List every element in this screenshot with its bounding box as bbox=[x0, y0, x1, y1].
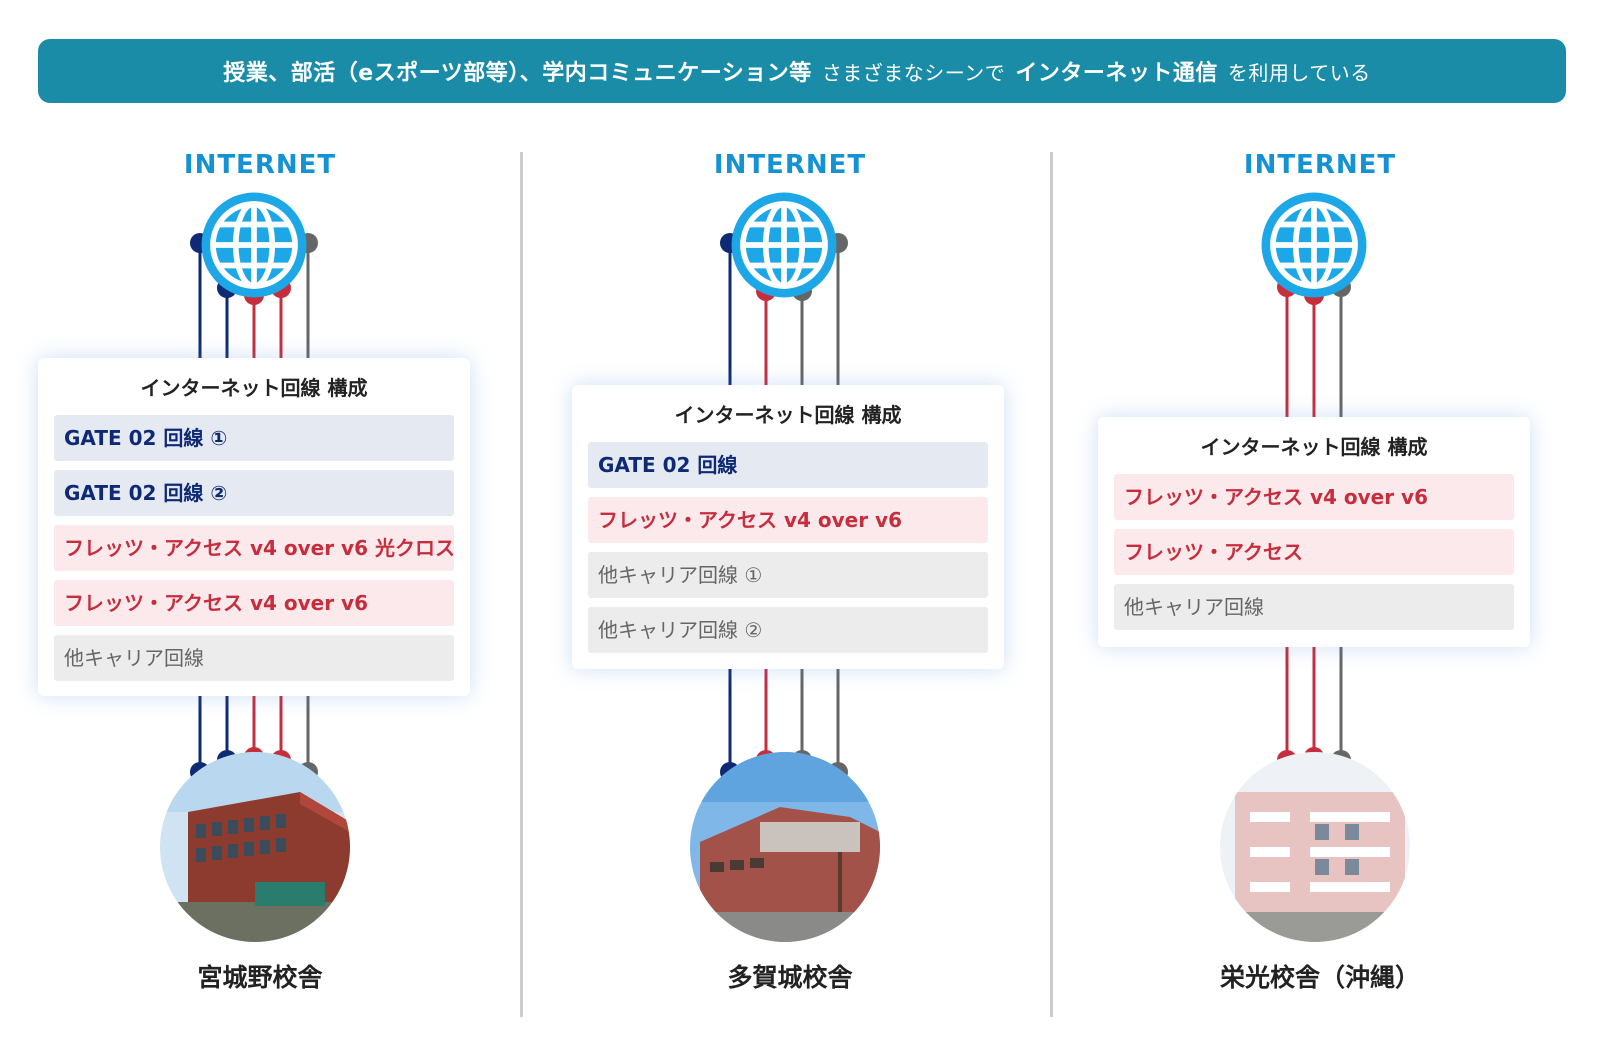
campus-column-eikou: INTERNET インターネット回線 構成 フレッツ・アクセス v4 over … bbox=[1060, 0, 1580, 1048]
globe-icon bbox=[731, 192, 837, 298]
line-row: フレッツ・アクセス v4 over v6 bbox=[54, 580, 454, 626]
line-row: 他キャリア回線 ① bbox=[588, 552, 988, 598]
banner-text-sub: さまざまなシーンで bbox=[821, 60, 1006, 85]
banner-text-main: 授業、部活（eスポーツ部等）、学内コミュニケーション等 bbox=[223, 61, 812, 86]
header-banner: 授業、部活（eスポーツ部等）、学内コミュニケーション等 さまざまなシーンで イン… bbox=[38, 39, 1566, 103]
campus-name: 宮城野校舎 bbox=[197, 963, 323, 992]
line-row: フレッツ・アクセス v4 over v6 bbox=[1114, 474, 1514, 520]
line-row: GATE 02 回線 ① bbox=[54, 415, 454, 461]
campus-column-miyagino: INTERNET インターネット回線 構成 GATE 02 回線 ① GATE … bbox=[0, 0, 520, 1048]
card-title: インターネット回線 構成 bbox=[1200, 435, 1428, 459]
line-config-card: インターネット回線 構成 GATE 02 回線 フレッツ・アクセス v4 ove… bbox=[572, 385, 1004, 669]
line-row: フレッツ・アクセス bbox=[1114, 529, 1514, 575]
column-divider bbox=[1050, 152, 1053, 1017]
column-divider bbox=[520, 152, 523, 1017]
line-row: GATE 02 回線 bbox=[588, 442, 988, 488]
globe-icon bbox=[201, 192, 307, 298]
line-config-card: インターネット回線 構成 GATE 02 回線 ① GATE 02 回線 ② フ… bbox=[38, 358, 470, 696]
line-row: GATE 02 回線 ② bbox=[54, 470, 454, 516]
line-row: 他キャリア回線 ② bbox=[588, 607, 988, 653]
line-row: 他キャリア回線 bbox=[1114, 584, 1514, 630]
globe-icon bbox=[1261, 192, 1367, 298]
line-config-card: インターネット回線 構成 フレッツ・アクセス v4 over v6 フレッツ・ア… bbox=[1098, 417, 1530, 647]
line-row: 他キャリア回線 bbox=[54, 635, 454, 681]
campus-photo bbox=[1220, 752, 1410, 942]
campus-name: 栄光校舎（沖縄） bbox=[1219, 963, 1420, 992]
internet-label: INTERNET bbox=[713, 150, 867, 180]
card-title: インターネット回線 構成 bbox=[140, 376, 368, 400]
campus-name: 多賀城校舎 bbox=[727, 963, 853, 992]
line-row: フレッツ・アクセス v4 over v6 bbox=[588, 497, 988, 543]
card-title: インターネット回線 構成 bbox=[674, 403, 902, 427]
internet-label: INTERNET bbox=[183, 150, 337, 180]
line-row: フレッツ・アクセス v4 over v6 光クロス bbox=[54, 525, 454, 571]
internet-label: INTERNET bbox=[1243, 150, 1397, 180]
campus-column-tagajo: INTERNET インターネット回線 構成 GATE 02 回線 フレッツ・アク… bbox=[530, 0, 1050, 1048]
banner-text-tail: を利用している bbox=[1227, 60, 1371, 85]
campus-photo bbox=[690, 752, 880, 942]
campus-photo bbox=[160, 752, 350, 942]
banner-text-emphasis: インターネット通信 bbox=[1015, 61, 1218, 86]
